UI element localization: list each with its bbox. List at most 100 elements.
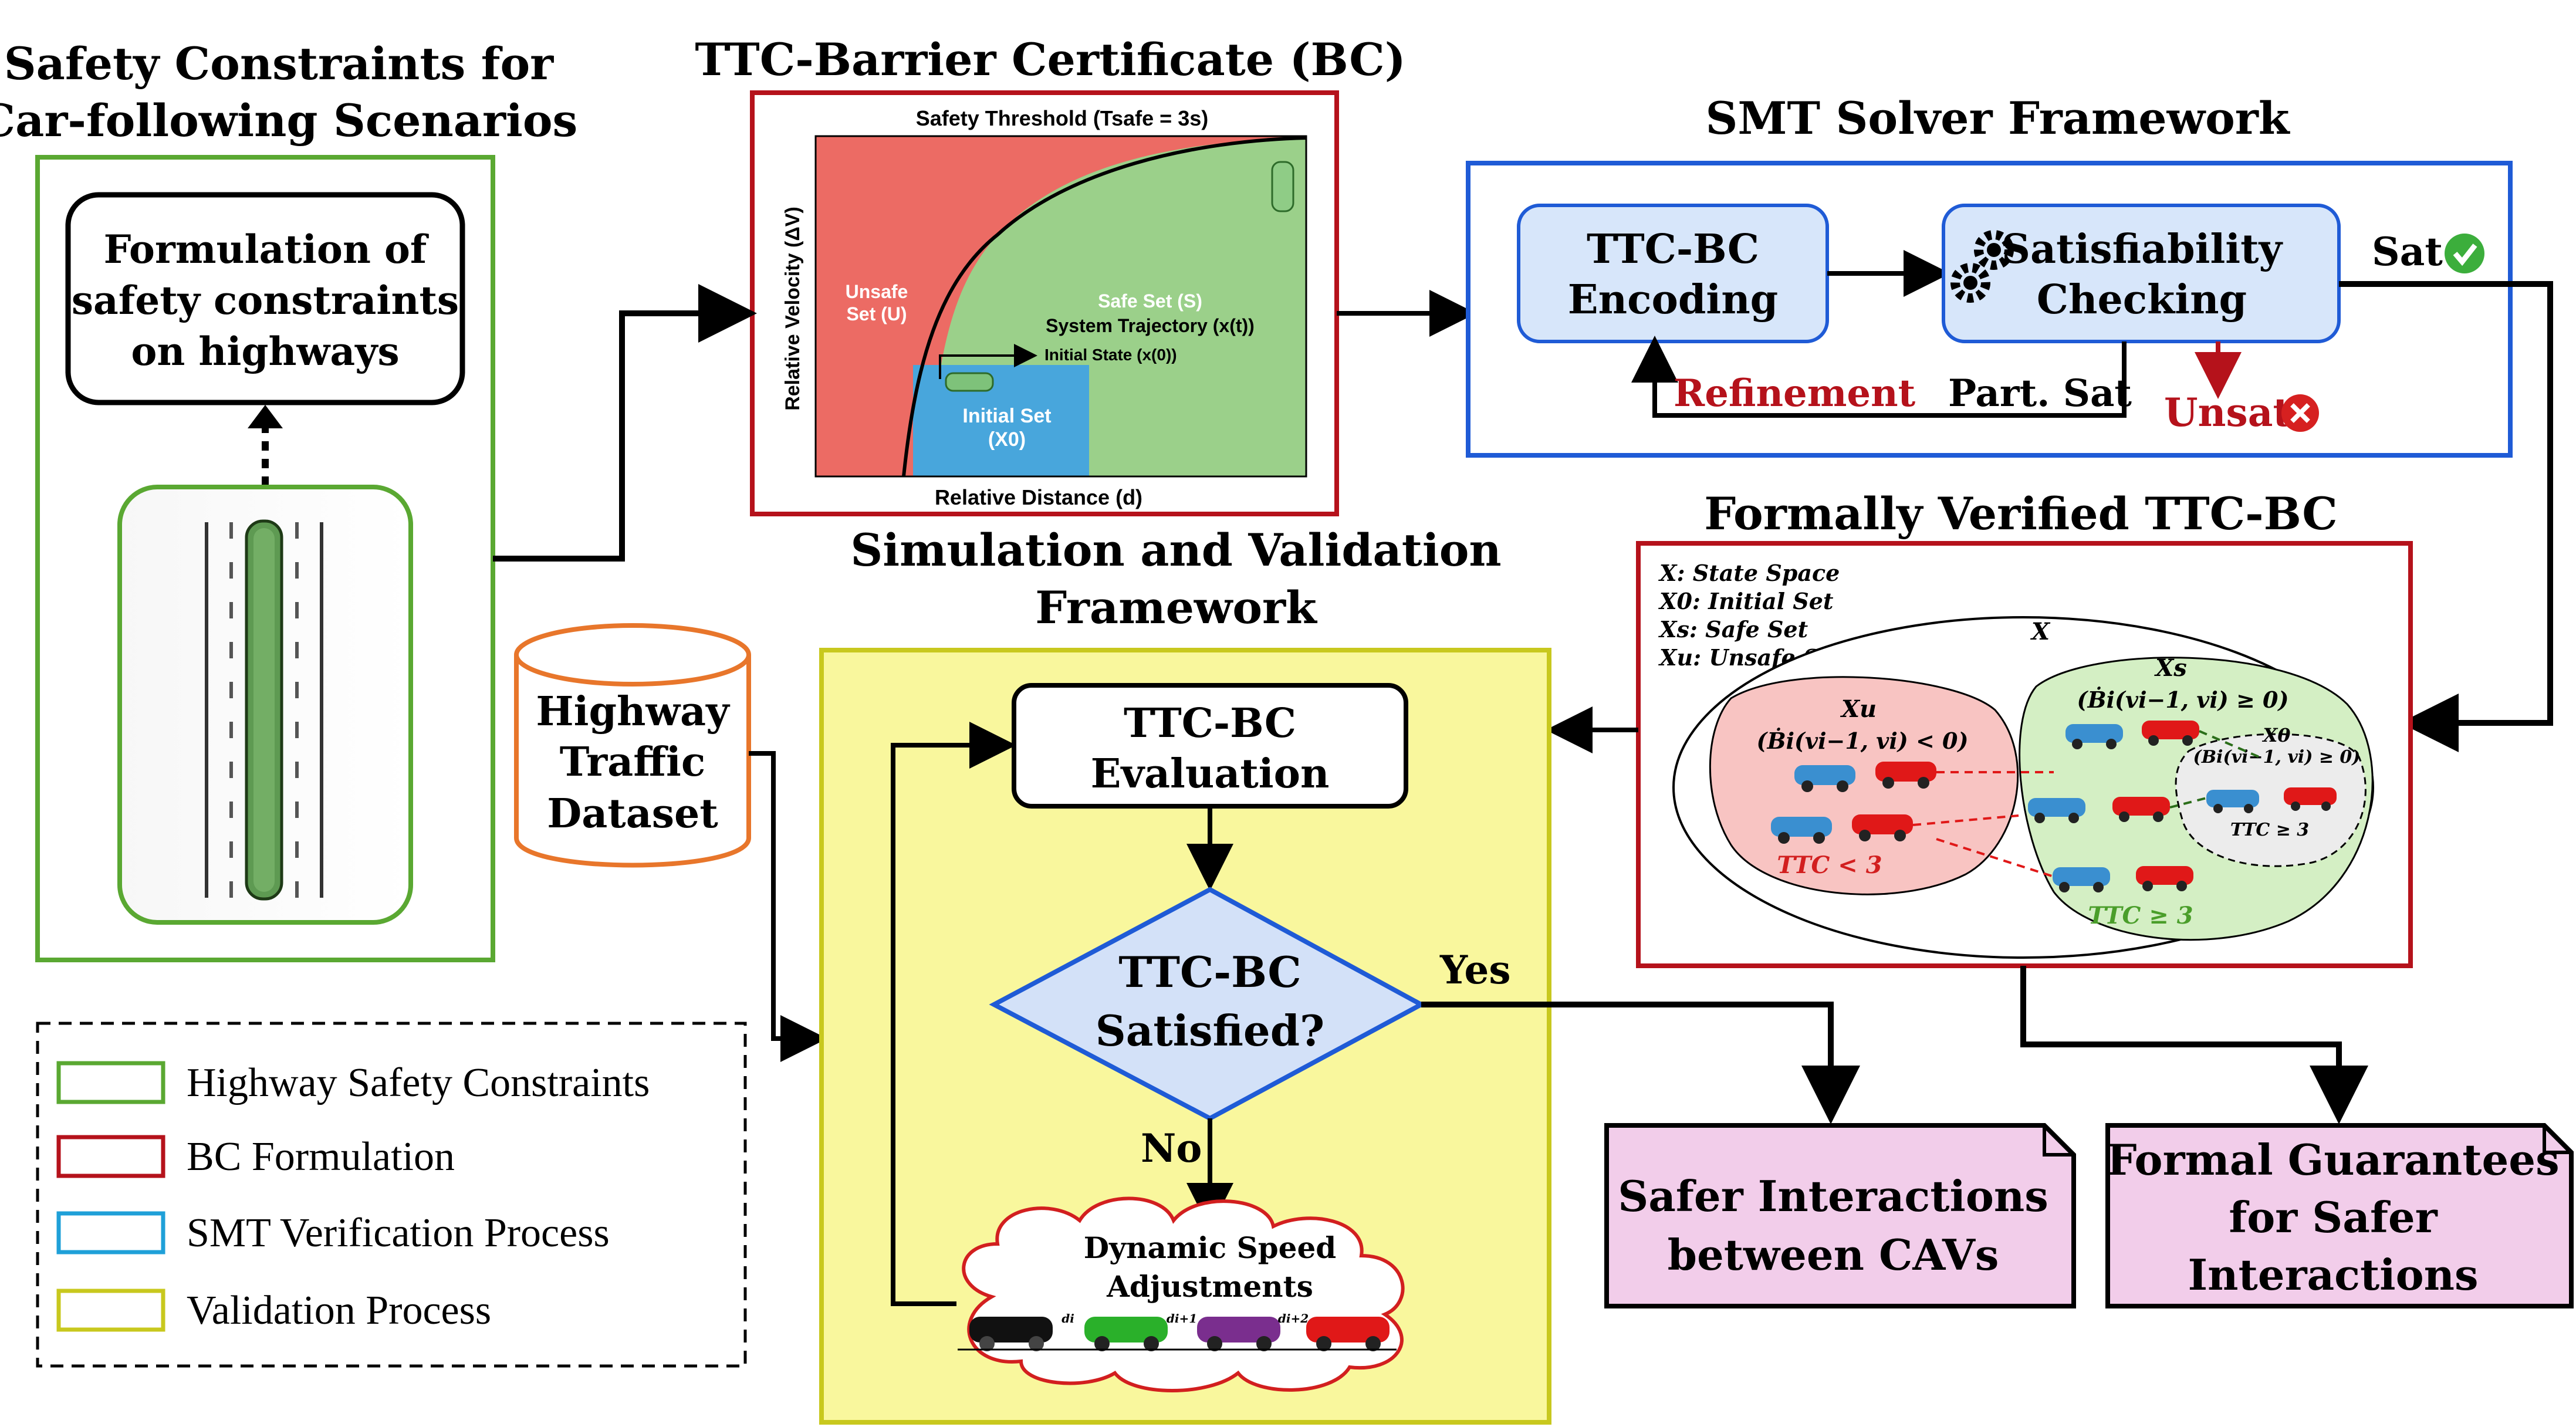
unsafe-region [816,136,1306,476]
dataset-line1: Highway [536,688,731,735]
evaluation-line1: TTC-BC [1124,700,1296,747]
legend-label: Validation Process [187,1288,491,1333]
ttc-unsafe-label: TTC < 3 [1777,851,1882,879]
no-label: No [1141,1125,1202,1171]
simulation-panel: Simulation and Validation Framework TTC-… [819,524,1551,1425]
legend-item: Validation Process [56,1288,491,1333]
unsat-label: Unsat [2164,390,2291,435]
arrow-safety-to-bc [493,284,757,562]
legend-item: SMT Verification Process [56,1210,610,1256]
unsafe-label-line1: Unsafe [846,281,908,302]
legend-x0: X0: Initial Set [1658,588,1834,614]
ttc-init-label: TTC ≥ 3 [2230,820,2309,840]
initial-state-label: Initial State (x(0)) [1044,346,1177,364]
refinement-loop [1631,336,2127,418]
encoding-line1: TTC-BC [1587,226,1759,273]
adjust-cars [958,1317,1397,1351]
legend-item: BC Formulation [56,1134,455,1179]
dotted-arrow-head [248,405,283,428]
car-icon [2284,787,2337,811]
dashed-link-2 [2169,730,2260,809]
car-icon [1852,814,1913,841]
gap-label-1: di [1061,1311,1074,1325]
feedback-loop [891,722,1016,1306]
legend-swatch [56,1135,165,1178]
sim-title-line1: Simulation and Validation [850,524,1501,576]
gap-label-3: di+2 [1278,1311,1309,1325]
car-icon [1084,1317,1168,1351]
formulation-line2: safety constraints [72,278,459,323]
check-icon [2445,234,2484,273]
sim-title-line2: Framework [1035,581,1317,634]
safe-car-icon [1271,161,1294,212]
unsafe-set-cond: (Ḃi(vi−1, vi) < 0) [1757,728,1969,754]
safe-set-label: Xs [2154,654,2187,682]
initial-set-region [913,365,1089,476]
car-icon [2206,790,2259,813]
arrow-yes-to-safer [1421,1002,1860,1124]
formal-line1: Formal Guarantees [2107,1135,2559,1185]
legend: Highway Safety Constraints BC Formulatio… [36,1022,747,1368]
car-icon [2142,721,2199,746]
initial-set-region-v [2175,733,2367,867]
initial-set-cond-v: (Bi(vi−1, vi) ≥ 0) [2193,747,2361,767]
car-icon [1794,765,1855,792]
car-icon [1306,1317,1390,1351]
formulation-line1: Formulation of [104,226,429,272]
evaluation-line2: Evaluation [1091,750,1330,797]
safer-line1: Safer Interactions [1618,1171,2048,1221]
legend-xs: Xs: Safe Set [1658,616,1808,643]
safety-title-line2: Car-following Scenarios [0,94,577,147]
encoding-line2: Encoding [1568,276,1778,323]
initial-car-icon [945,372,994,392]
decision-line1: TTC-BC [1118,947,1301,997]
plot-ylabel: Relative Velocity (ΔV) [782,207,804,411]
car-icon [2065,724,2123,749]
plot-frame [814,135,1307,478]
adjustment-cloud [962,1196,1405,1392]
legend-swatch [56,1289,165,1332]
plot-xlabel: Relative Distance (d) [935,485,1142,509]
verified-cars [1771,721,2337,892]
sat-label: Sat [2372,229,2443,275]
arrow-dataset-to-sim [749,751,827,1062]
ttc-safe-label: TTC ≥ 3 [2088,902,2193,929]
dashed-link-1 [1912,771,2054,878]
smt-panel: SMT Solver Framework TTC-BC Encoding Sat… [1466,92,2513,458]
trajectory-label: System Trajectory (x(t)) [1046,315,1255,336]
yes-label: Yes [1439,947,1511,993]
ttc-bc-title: TTC-Barrier Certificate (BC) [695,33,1405,86]
checking-box [1942,204,2341,343]
ttc-bc-panel: TTC-Barrier Certificate (BC) Safety Thre… [695,33,1406,516]
formal-line3: Interactions [2188,1250,2478,1300]
smt-title: SMT Solver Framework [1706,92,2290,144]
formal-guarantees-box: Formal Guarantees for Safer Interactions [2105,1123,2574,1308]
car-icon [1771,817,1832,844]
legend-swatch [56,1061,165,1104]
safe-set-label: Safe Set (S) [1098,290,1202,312]
safe-set-cond: (Ḃi(vi−1, vi) ≥ 0) [2077,687,2289,713]
cross-icon [2281,394,2319,432]
car-icon [2136,866,2193,891]
dataset-line3: Dataset [547,790,718,837]
initial-set-line2: (X0) [988,428,1026,451]
legend-label: Highway Safety Constraints [187,1060,650,1105]
safer-interactions-box: Safer Interactions between CAVs [1604,1123,2076,1308]
legend-x: X: State Space [1658,560,1840,586]
verified-panel: Formally Verified TTC-BC X: State Space … [1636,488,2413,968]
car-icon [1875,762,1936,789]
gap-label-2: di+1 [1167,1311,1197,1325]
gear-icon [1950,230,2014,303]
initial-set-line1: Initial Set [962,405,1051,427]
part-sat-label: Part. Sat [1948,371,2132,415]
car-icon [2028,798,2085,823]
legend-label: BC Formulation [187,1134,455,1179]
adjust-line2: Adjustments [1106,1269,1313,1304]
refinement-label: Refinement [1674,371,1916,415]
unsafe-label-line2: Set (U) [846,303,907,324]
state-space-label: X [2030,618,2051,645]
safety-title-line1: Safety Constraints for [4,38,554,90]
legend-item: Highway Safety Constraints [56,1060,650,1105]
verified-title: Formally Verified TTC-BC [1704,488,2338,540]
